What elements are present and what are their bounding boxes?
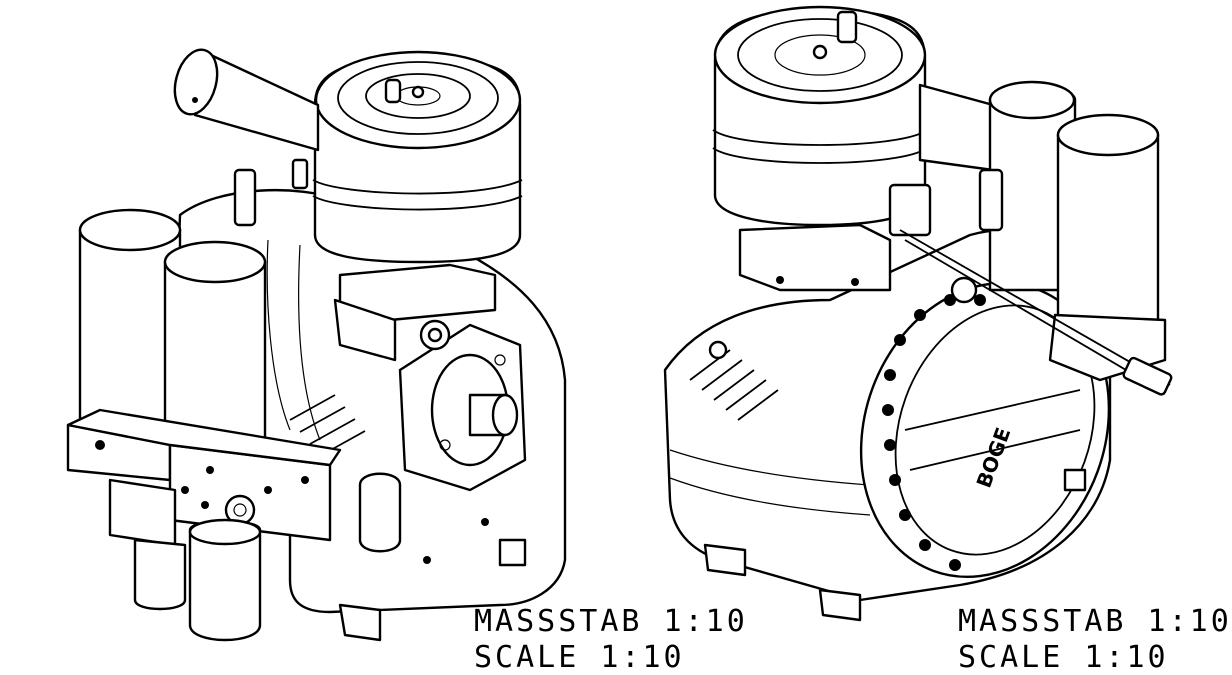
left-intake-tube	[173, 48, 320, 152]
right-view-compressor: BOGE	[663, 5, 1173, 622]
left-oil-filters	[78, 208, 267, 462]
right-scale-label-english: SCALE 1:10	[958, 640, 1169, 675]
left-cooling-fins	[289, 394, 366, 457]
technical-drawing: BOGE	[66, 5, 1173, 642]
right-cooling-fins	[689, 349, 779, 421]
left-view-compressor	[66, 48, 567, 642]
left-manifold-block	[66, 408, 342, 547]
left-air-filter	[312, 50, 523, 264]
left-shaft-flange	[398, 319, 527, 492]
left-scale-label: MASSSTAB 1:10	[474, 604, 748, 639]
right-air-filter	[712, 5, 928, 227]
right-oil-filters	[988, 80, 1167, 382]
right-scale-label: MASSSTAB 1:10	[958, 604, 1232, 639]
left-scale-label-english: SCALE 1:10	[474, 640, 685, 675]
